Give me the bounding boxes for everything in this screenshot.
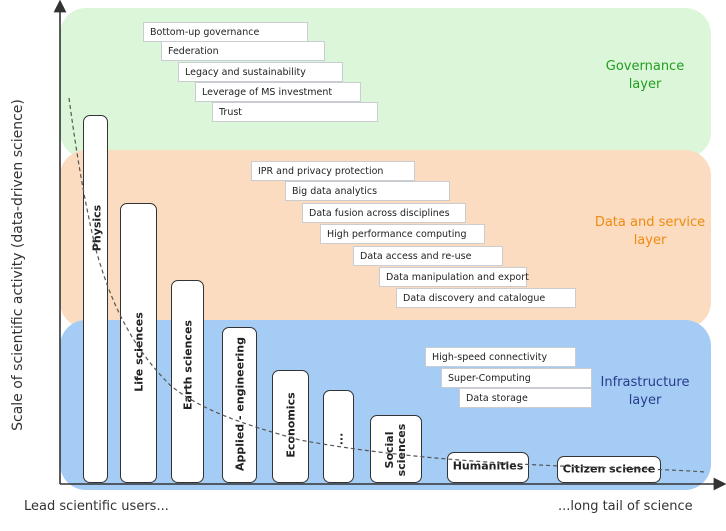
data-service-layer-name: Data and service bbox=[594, 215, 706, 230]
infrastructure-layer-name: Infrastructure bbox=[600, 375, 690, 390]
long-tail-curve bbox=[68, 97, 706, 473]
data-service-item: IPR and privacy protection bbox=[251, 161, 415, 181]
x-axis-left-label: Lead scientific users... bbox=[24, 499, 169, 514]
governance-layer-name: Governance bbox=[605, 59, 685, 74]
y-axis-label: Scale of scientific activity (data-drive… bbox=[10, 99, 26, 431]
infrastructure-item: High-speed connectivity bbox=[425, 347, 576, 367]
infrastructure-item: Super-Computing bbox=[441, 368, 592, 388]
data-service-item: Data manipulation and export bbox=[379, 267, 529, 287]
discipline-bar-ellipsis: ... bbox=[323, 390, 354, 483]
data-service-item: Data fusion across disciplines bbox=[302, 203, 466, 223]
data-service-item: Data discovery and catalogue bbox=[396, 288, 576, 308]
discipline-bar-citizen-science: Citizen science bbox=[557, 456, 661, 483]
data-service-layer-suffix: layer bbox=[633, 233, 667, 248]
governance-item: Leverage of MS investment bbox=[195, 82, 361, 102]
governance-item: Legacy and sustainability bbox=[178, 62, 343, 82]
discipline-label: Citizen science bbox=[562, 462, 656, 476]
discipline-bar-economics: Economics bbox=[272, 370, 309, 483]
discipline-bar-life-sciences: Life sciences bbox=[120, 203, 157, 483]
discipline-bar-earth-sciences: Earth sciences bbox=[171, 280, 204, 483]
data-service-item: Data access and re-use bbox=[353, 246, 503, 266]
data-service-item: Big data analytics bbox=[285, 181, 450, 201]
governance-item: Trust bbox=[212, 102, 378, 122]
discipline-bar-physics: Physics bbox=[83, 115, 108, 483]
data-service-layer-label: Data and service layer bbox=[585, 214, 715, 250]
x-axis-right-label: ...long tail of science bbox=[558, 499, 693, 514]
governance-layer-suffix: layer bbox=[628, 77, 662, 92]
governance-layer-label: Governance layer bbox=[585, 58, 705, 94]
discipline-bar-applied-engineering: Applied - engineering bbox=[222, 327, 257, 483]
infrastructure-item: Data storage bbox=[459, 388, 592, 408]
governance-item: Federation bbox=[161, 41, 325, 61]
infrastructure-layer-label: Infrastructure layer bbox=[585, 374, 705, 410]
infrastructure-layer-suffix: layer bbox=[628, 393, 662, 408]
data-service-item: High performance computing bbox=[320, 224, 485, 244]
discipline-bar-social-sciences: Social sciences bbox=[370, 415, 422, 483]
